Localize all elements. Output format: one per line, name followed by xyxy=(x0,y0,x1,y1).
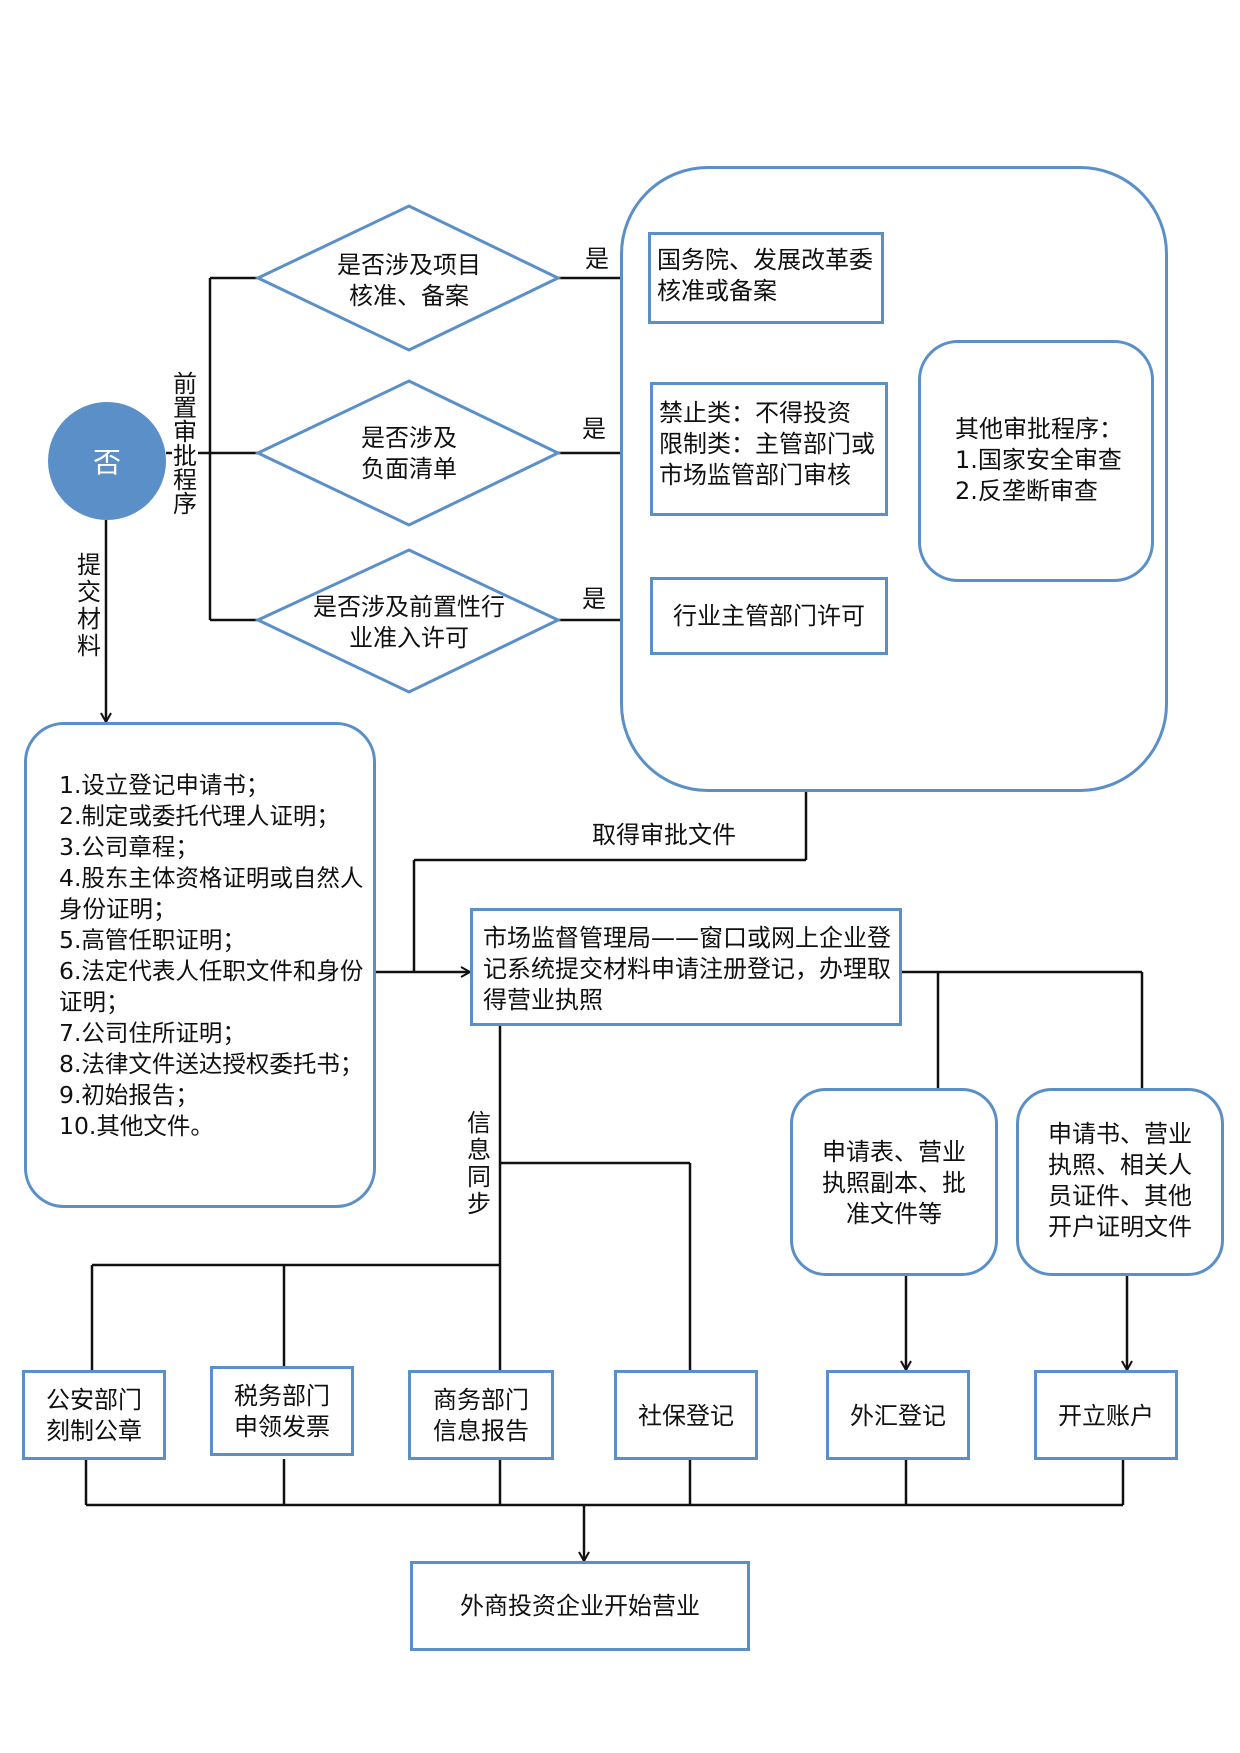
social-insurance-box: 社保登记 xyxy=(614,1370,758,1460)
decision-diamond-2 xyxy=(254,379,562,527)
approval-text-negative-list: 禁止类：不得投资 限制类：主管部门或 市场监管部门审核 xyxy=(659,399,875,489)
approval-text-ndrc: 国务院、发展改革委 核准或备案 xyxy=(657,246,873,305)
registration-text: 市场监督管理局——窗口或网上企业登记系统提交材料申请注册登记，办理取得营业执照 xyxy=(483,924,891,1014)
final-text: 外商投资企业开始营业 xyxy=(460,1592,700,1620)
material-item: 1.设立登记申请书； xyxy=(59,771,270,799)
decision-diamond-1 xyxy=(254,204,562,352)
forex-registration-text: 外汇登记 xyxy=(850,1402,946,1430)
final-box: 外商投资企业开始营业 xyxy=(410,1561,750,1651)
submit-materials-label: 提交材料 xyxy=(77,551,101,660)
account-docs-box: 申请书、营业 执照、相关人 员证件、其他 开户证明文件 xyxy=(1016,1088,1224,1276)
approval-box-industry: 行业主管部门许可 xyxy=(650,577,888,655)
decision-text-1: 是否涉及项目 核准、备案 xyxy=(337,251,481,310)
forex-docs-box: 申请表、营业 执照副本、批 准文件等 xyxy=(790,1088,998,1276)
material-item: 2.制定或委托代理人证明； xyxy=(59,802,340,830)
decision-text-2: 是否涉及 负面清单 xyxy=(361,424,457,483)
social-insurance-text: 社保登记 xyxy=(638,1402,734,1430)
open-account-text: 开立账户 xyxy=(1058,1402,1154,1430)
yes-label-2: 是 xyxy=(582,415,606,443)
approval-box-ndrc: 国务院、发展改革委 核准或备案 xyxy=(648,232,884,324)
yes-label-3: 是 xyxy=(582,585,606,613)
material-item: 6.法定代表人任职文件和身份证明； xyxy=(59,957,364,1016)
material-item: 5.高管任职证明； xyxy=(59,926,246,954)
materials-box: 1.设立登记申请书； 2.制定或委托代理人证明； 3.公司章程； 4.股东主体资… xyxy=(24,722,376,1208)
police-seal-box: 公安部门 刻制公章 xyxy=(22,1370,166,1460)
police-seal-text: 公安部门 刻制公章 xyxy=(46,1386,142,1445)
materials-list: 1.设立登记申请书； 2.制定或委托代理人证明； 3.公司章程； 4.股东主体资… xyxy=(59,770,367,1142)
material-item: 7.公司住所证明； xyxy=(59,1019,246,1047)
other-approval-text: 其他审批程序： 1.国家安全审查 2.反垄断审查 xyxy=(955,415,1123,505)
material-item: 9.初始报告； xyxy=(59,1081,199,1109)
approval-box-negative-list: 禁止类：不得投资 限制类：主管部门或 市场监管部门审核 xyxy=(650,382,888,516)
info-sync-label: 信息同步 xyxy=(467,1109,491,1218)
material-item: 3.公司章程； xyxy=(59,833,199,861)
registration-box: 市场监督管理局——窗口或网上企业登记系统提交材料申请注册登记，办理取得营业执照 xyxy=(470,908,902,1026)
tax-invoice-text: 税务部门 申领发票 xyxy=(234,1382,330,1441)
get-approval-docs-label: 取得审批文件 xyxy=(592,821,736,849)
material-item: 8.法律文件送达授权委托书； xyxy=(59,1050,364,1078)
other-approval-box: 其他审批程序： 1.国家安全审查 2.反垄断审查 xyxy=(918,340,1154,582)
pre-approval-label: 前置审批程序 xyxy=(172,372,198,542)
forex-registration-box: 外汇登记 xyxy=(826,1370,970,1460)
open-account-box: 开立账户 xyxy=(1034,1370,1178,1460)
decision-text-3: 是否涉及前置性行 业准入许可 xyxy=(313,593,505,652)
approval-text-industry: 行业主管部门许可 xyxy=(673,602,865,630)
forex-docs-text: 申请表、营业 执照副本、批 准文件等 xyxy=(822,1138,966,1228)
material-item: 10.其他文件。 xyxy=(59,1112,214,1140)
material-item: 4.股东主体资格证明或自然人身份证明； xyxy=(59,864,364,923)
account-docs-text: 申请书、营业 执照、相关人 员证件、其他 开户证明文件 xyxy=(1048,1120,1192,1241)
commerce-report-box: 商务部门 信息报告 xyxy=(408,1370,554,1460)
decision-diamond-3 xyxy=(254,548,562,694)
commerce-report-text: 商务部门 信息报告 xyxy=(433,1386,529,1445)
tax-invoice-box: 税务部门 申领发票 xyxy=(210,1366,354,1456)
start-node: 否 xyxy=(48,402,166,520)
yes-label-1: 是 xyxy=(585,245,609,273)
